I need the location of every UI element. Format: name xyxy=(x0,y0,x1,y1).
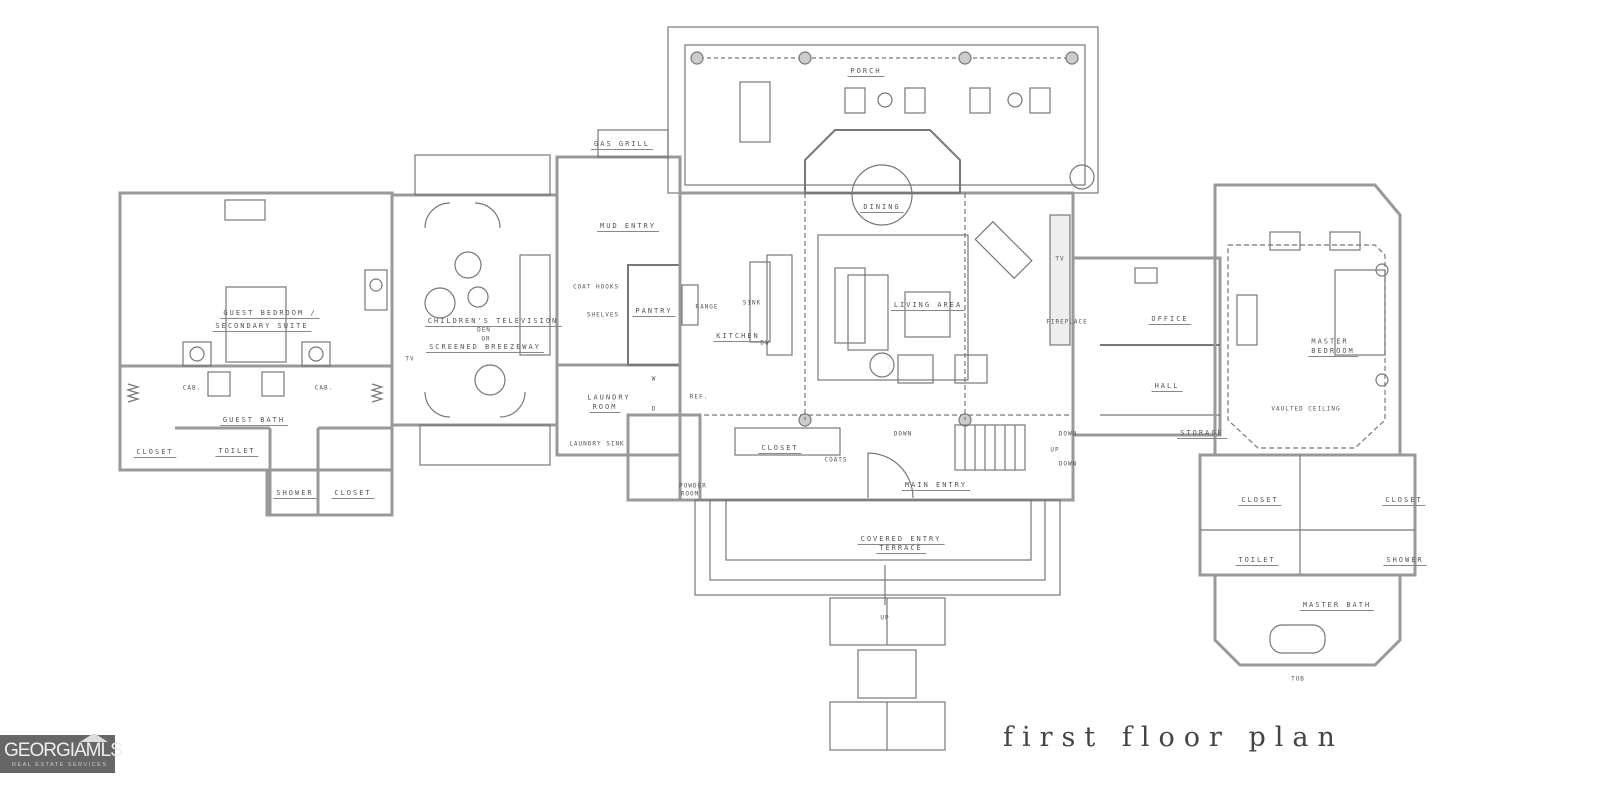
terrace-and-steps xyxy=(694,499,1061,751)
label-ref: REF. xyxy=(689,393,709,401)
label-sink: SINK xyxy=(742,299,762,307)
label-washer: W xyxy=(651,375,657,383)
label-tv-living: TV xyxy=(1055,255,1065,263)
service-wing-walls xyxy=(555,129,699,457)
georgia-mls-logo: GEORGIAMLS REAL ESTATE SERVICES xyxy=(0,733,123,773)
label-den-2: DEN xyxy=(477,326,491,334)
master-suite-walls xyxy=(1198,183,1417,667)
label-shelves: SHELVES xyxy=(586,311,620,319)
label-pantry: PANTRY xyxy=(632,307,676,317)
label-guest-bedroom-1: GUEST BEDROOM / xyxy=(220,309,320,319)
label-closet-guest-left: CLOSET xyxy=(133,448,177,458)
main-house-walls xyxy=(626,129,1075,502)
den-walls xyxy=(390,154,559,466)
label-laundry-room-2: ROOM xyxy=(589,403,621,413)
label-shower-guest: SHOWER xyxy=(273,489,317,499)
label-fireplace: FIREPLACE xyxy=(1046,318,1088,326)
label-office: OFFICE xyxy=(1148,315,1192,325)
label-laundry-sink: LAUNDRY SINK xyxy=(569,440,625,448)
label-main-entry: MAIN ENTRY xyxy=(901,481,971,491)
label-gas-grill: GAS GRILL xyxy=(591,140,653,150)
label-porch: PORCH xyxy=(847,67,885,77)
label-toilet-master: TOILET xyxy=(1235,556,1279,566)
label-closet-master-right: CLOSET xyxy=(1382,496,1426,506)
logo-sub-text: REAL ESTATE SERVICES xyxy=(12,762,108,768)
label-cab-right: CAB. xyxy=(314,384,334,392)
label-den-1: CHILDREN'S TELEVISION xyxy=(424,317,562,327)
label-master-bedroom-1: MASTER xyxy=(1311,337,1349,346)
label-living-area: LIVING AREA xyxy=(890,301,966,311)
label-guest-bedroom-2: SECONDARY SUITE xyxy=(212,322,312,332)
label-closet-master-left: CLOSET xyxy=(1238,496,1282,506)
label-down-1: DOWN xyxy=(893,430,913,438)
label-dw: DW xyxy=(760,339,770,347)
label-closet-guest-right: CLOSET xyxy=(331,489,375,499)
label-powder-room-1: POWDER xyxy=(679,482,707,490)
plan-title: first floor plan xyxy=(1003,722,1344,753)
label-mud-entry: MUD ENTRY xyxy=(597,222,659,232)
label-storage: STORAGE xyxy=(1177,429,1227,439)
label-dining: DINING xyxy=(860,203,904,213)
label-powder-room-2: ROOM xyxy=(680,490,700,498)
label-den-or: OR xyxy=(481,335,491,343)
label-den-3: SCREENED BREEZEWAY xyxy=(426,343,544,353)
label-laundry-room-1: LAUNDRY xyxy=(587,393,631,402)
label-down-2: DOWN xyxy=(1058,430,1078,438)
label-shower-master: SHOWER xyxy=(1383,556,1427,566)
label-master-bath: MASTER BATH xyxy=(1299,601,1375,611)
guest-wing-walls xyxy=(118,191,394,517)
roof-icon xyxy=(80,733,108,742)
label-dryer: D xyxy=(651,405,657,413)
label-hall: HALL xyxy=(1151,382,1183,392)
office-hall-walls xyxy=(1071,256,1222,437)
label-vaulted-ceiling: VAULTED CEILING xyxy=(1271,405,1341,413)
label-tub: TUB xyxy=(1291,675,1305,683)
label-down-3: DOWN xyxy=(1058,460,1078,468)
logo-main-text: GEORGIAMLS xyxy=(4,740,123,761)
label-master-bedroom-2: BEDROOM xyxy=(1308,347,1358,357)
label-tv-den: TV xyxy=(405,355,415,363)
label-covered-entry-1: COVERED ENTRY xyxy=(857,535,945,545)
label-cab-left: CAB. xyxy=(182,384,202,392)
label-up-steps: UP xyxy=(880,614,890,622)
label-kitchen: KITCHEN xyxy=(713,332,763,342)
label-covered-entry-2: TERRACE xyxy=(876,544,926,554)
label-closet-entry: CLOSET xyxy=(758,444,802,454)
label-toilet-guest: TOILET xyxy=(215,447,259,457)
label-coats: COATS xyxy=(824,456,848,464)
porch-walls xyxy=(667,26,1099,194)
label-range: RANGE xyxy=(695,303,719,311)
label-up: UP xyxy=(1050,446,1060,454)
label-coat-hooks: COAT HOOKS xyxy=(572,283,620,291)
label-guest-bath: GUEST BATH xyxy=(219,416,289,426)
